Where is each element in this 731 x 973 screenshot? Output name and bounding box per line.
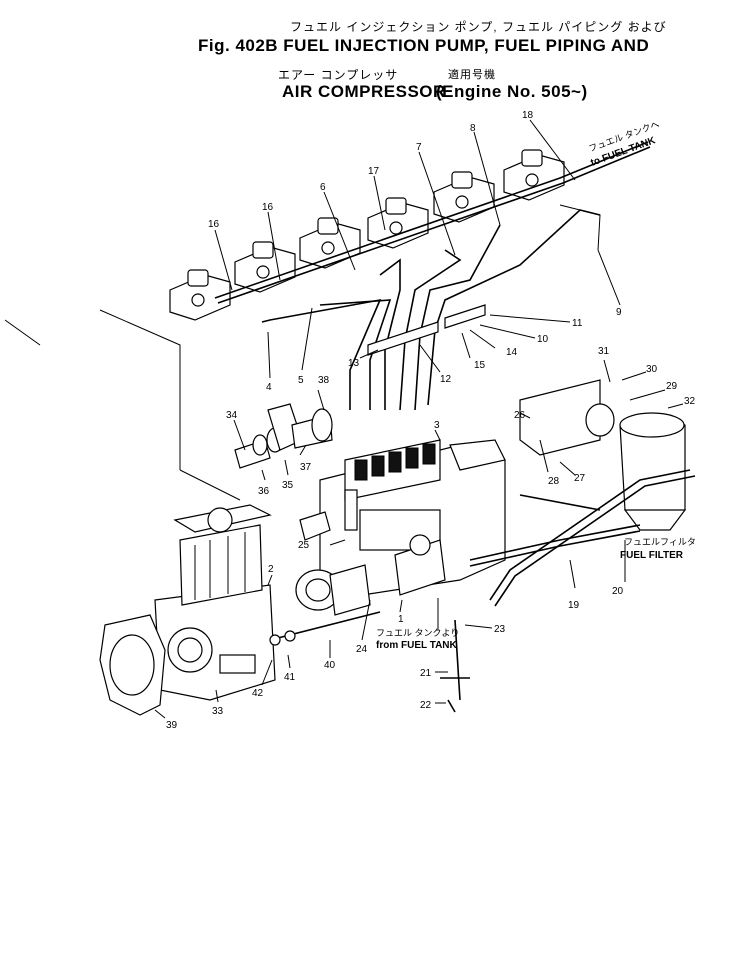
callout-37: 37 xyxy=(300,462,312,473)
callout-40: 40 xyxy=(324,660,336,671)
callout-11: 11 xyxy=(572,318,583,329)
callout-36: 36 xyxy=(258,486,270,497)
callout-12: 12 xyxy=(440,374,452,385)
pipe-fittings xyxy=(234,403,333,469)
nozzle-holder-1 xyxy=(169,269,231,321)
from-tank-jp-note: フュエル タンクより xyxy=(376,628,459,638)
filter-jp-note: フュエルフィルタ xyxy=(624,537,696,547)
air-compressor xyxy=(154,504,276,701)
callout-33: 33 xyxy=(212,706,224,717)
callout-17: 17 xyxy=(368,166,380,177)
fuel-filter xyxy=(519,379,687,531)
subtitle-air-compressor: AIR COMPRESSOR xyxy=(282,82,446,101)
callout-3: 3 xyxy=(434,420,440,431)
nozzle-holder-3 xyxy=(299,217,361,269)
callout-19: 19 xyxy=(568,600,580,611)
callout-1: 1 xyxy=(398,614,404,625)
filter-pipes xyxy=(469,469,696,607)
fuel-injection-pump xyxy=(299,439,506,601)
reference-plane xyxy=(4,309,241,501)
callout-7: 7 xyxy=(416,142,422,153)
callout-26: 26 xyxy=(514,410,526,421)
callout-4: 4 xyxy=(266,382,272,393)
callout-labels: 16 16 6 17 7 8 18 9 11 10 14 15 12 13 4 … xyxy=(166,110,696,731)
callout-22: 22 xyxy=(420,700,432,711)
gasket xyxy=(99,614,166,716)
feed-pump xyxy=(295,564,371,616)
callout-41: 41 xyxy=(284,672,296,683)
callout-14: 14 xyxy=(506,347,518,358)
callout-38: 38 xyxy=(318,375,330,386)
callout-27: 27 xyxy=(574,473,586,484)
callout-8: 8 xyxy=(470,123,476,134)
callout-10: 10 xyxy=(537,334,549,345)
callout-2: 2 xyxy=(268,564,274,575)
callout-16a: 16 xyxy=(208,219,220,230)
nozzle-holder-2 xyxy=(234,241,296,293)
from-tank-note: from FUEL TANK xyxy=(376,640,458,651)
callout-32: 32 xyxy=(684,396,696,407)
bolts xyxy=(269,611,470,713)
callout-9: 9 xyxy=(616,307,622,318)
fuel-filter-note: FUEL FILTER xyxy=(620,550,684,561)
nozzle-holder-6 xyxy=(503,149,565,201)
callout-25: 25 xyxy=(298,540,310,551)
callout-18: 18 xyxy=(522,110,534,121)
callout-24: 24 xyxy=(356,644,368,655)
callout-13: 13 xyxy=(348,358,360,369)
title-jp-line2: エアー コンプレッサ xyxy=(278,68,399,82)
callout-28: 28 xyxy=(548,476,560,487)
figure-title: Fig. 402B FUEL INJECTION PUMP, FUEL PIPI… xyxy=(198,36,650,55)
callout-23: 23 xyxy=(494,624,506,635)
callout-39: 39 xyxy=(166,720,178,731)
callout-20: 20 xyxy=(612,586,624,597)
callout-35: 35 xyxy=(282,480,294,491)
callout-6: 6 xyxy=(320,182,326,193)
callout-21: 21 xyxy=(420,668,432,679)
nozzle-holder-5 xyxy=(433,171,495,223)
nozzle-holder-group xyxy=(169,149,565,321)
callout-34: 34 xyxy=(226,410,238,421)
nozzle-holder-4 xyxy=(367,197,429,249)
callout-15: 15 xyxy=(474,360,486,371)
injection-pipes xyxy=(261,209,601,411)
callout-30: 30 xyxy=(646,364,658,375)
pipe-clamps xyxy=(367,304,486,356)
leader-lines xyxy=(154,119,684,719)
callout-31: 31 xyxy=(598,346,610,357)
callout-42: 42 xyxy=(252,688,264,699)
callout-16b: 16 xyxy=(262,202,274,213)
callout-29: 29 xyxy=(666,381,678,392)
title-jp-line1: フュエル インジェクション ポンプ, フュエル パイピング および xyxy=(290,20,667,34)
delivery-valve-holders xyxy=(354,443,436,481)
engine-number: (Engine No. 505~) xyxy=(436,82,588,101)
engine-jp-label: 適用号機 xyxy=(448,69,496,81)
callout-5: 5 xyxy=(298,375,304,386)
